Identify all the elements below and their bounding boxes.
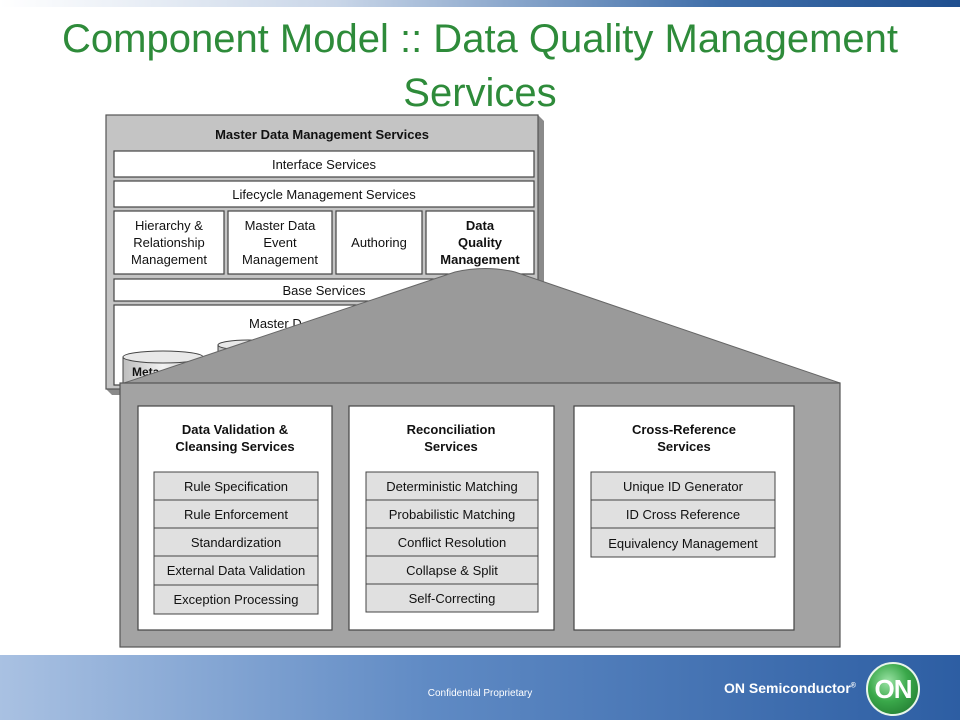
top-accent-bar [0,0,960,7]
validation-item: Standardization [191,535,281,550]
hierarchy-label-1: Hierarchy & [135,218,203,233]
authoring-label: Authoring [351,235,407,250]
crossref-item: ID Cross Reference [626,507,740,522]
authoring-box [335,210,423,275]
slide-title: Component Model :: Data Quality Manageme… [62,17,898,115]
validation-item-box [153,584,319,615]
interface-services-label: Interface Services [272,157,377,172]
validation-item: Rule Enforcement [184,507,288,522]
crossref-title-2: Services [657,439,711,454]
validation-item: Exception Processing [173,592,298,607]
event-label-3: Management [242,252,318,267]
crossref-item: Equivalency Management [608,536,758,551]
zoom-cone [123,268,841,384]
event-box [227,210,333,275]
reconciliation-item: Self-Correcting [409,591,496,606]
crossref-title-1: Cross-Reference [632,422,736,437]
dq-label-3: Management [440,252,520,267]
reconciliation-item-box [365,471,539,501]
validation-item: Rule Specification [184,479,288,494]
reconciliation-title-1: Reconciliation [407,422,496,437]
validation-item: External Data Validation [167,563,306,578]
component-diagram: Master Data Management Services Interfac… [105,114,841,648]
reconciliation-item: Deterministic Matching [386,479,518,494]
brand-name: ON Semiconductor® [724,680,856,696]
footer-bar [0,655,960,720]
validation-item-box [153,499,319,529]
on-logo-icon: ON [866,662,920,716]
reconciliation-item-box [365,583,539,613]
hierarchy-label-3: Management [131,252,207,267]
reconciliation-title-2: Services [424,439,478,454]
reconciliation-item-box [365,527,539,557]
interface-services-box [113,150,535,178]
reconciliation-item: Collapse & Split [406,563,498,578]
lifecycle-services-label: Lifecycle Management Services [232,187,416,202]
reconciliation-item: Probabilistic Matching [389,507,515,522]
validation-item-box [153,527,319,557]
dq-box [425,210,535,275]
crossref-item-box [590,527,776,558]
dq-label-1: Data [466,218,495,233]
mdm-header: Master Data Management Services [215,127,429,142]
event-label-2: Event [263,235,297,250]
base-services-label: Base Services [282,283,366,298]
reconciliation-item: Conflict Resolution [398,535,506,550]
validation-title-2: Cleansing Services [175,439,294,454]
validation-item-box [153,555,319,586]
crossref-services-group: Cross-Reference Services Unique ID Gener… [573,405,795,631]
hierarchy-label-2: Relationship [133,235,205,250]
validation-services-group: Data Validation & Cleansing Services Rul… [137,405,333,631]
repository-label: Master D [249,316,302,331]
dq-label-2: Quality [458,235,503,250]
validation-item-box [153,471,319,501]
confidential-label: Confidential Proprietary [427,688,533,699]
event-label-1: Master Data [245,218,317,233]
validation-title-1: Data Validation & [182,422,288,437]
crossref-item: Unique ID Generator [623,479,744,494]
lifecycle-services-box [113,180,535,208]
hierarchy-box [113,210,225,275]
reconciliation-services-group: Reconciliation Services Deterministic Ma… [348,405,555,631]
crossref-item-box [590,471,776,501]
brand-name-text: ON Semiconductor [724,680,851,696]
dq-services-panel: Data Validation & Cleansing Services Rul… [119,382,841,648]
